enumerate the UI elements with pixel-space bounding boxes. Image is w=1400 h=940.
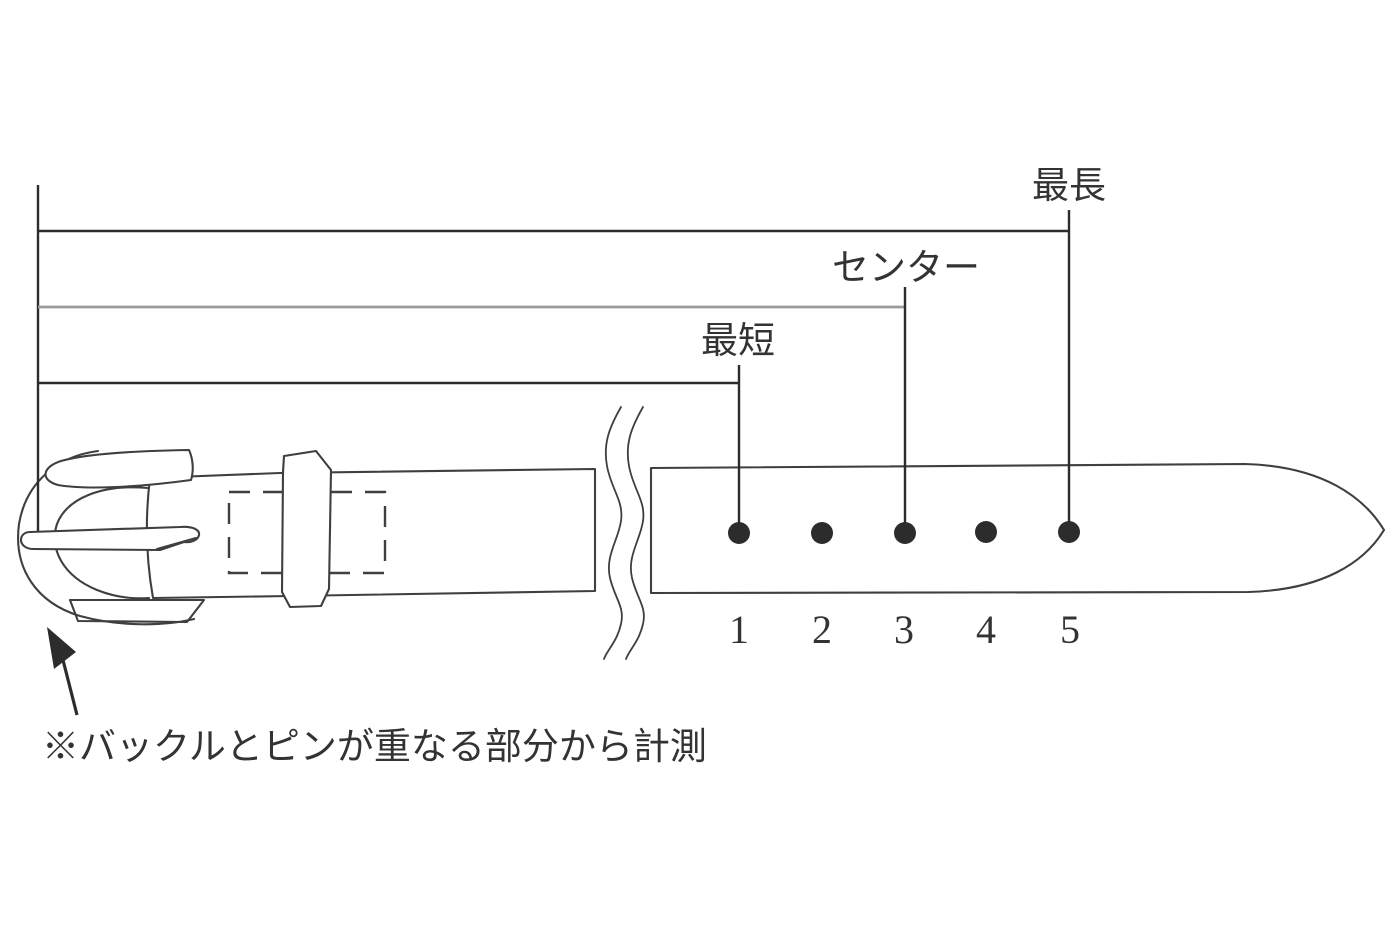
hidden-strap-dashed-outline bbox=[227, 490, 387, 575]
buckle-frame-inner bbox=[53, 486, 151, 600]
belt-hole-4 bbox=[975, 521, 997, 543]
break-marks bbox=[603, 406, 645, 660]
measurement-lines: 最長 センター 最短 bbox=[36, 166, 1106, 533]
belt-tip-section bbox=[649, 462, 1386, 595]
measurement-center: センター bbox=[38, 248, 980, 533]
min-label: 最短 bbox=[701, 321, 775, 362]
measurement-note: ※バックルとピンが重なる部分から計測 bbox=[42, 726, 707, 768]
hole-numbers: 1 2 3 4 5 bbox=[729, 607, 1080, 652]
hole-number-2: 2 bbox=[812, 607, 832, 652]
hole-number-4: 4 bbox=[976, 607, 996, 652]
buckle-pin bbox=[19, 525, 201, 552]
buckle-pin-tip-line bbox=[155, 536, 198, 551]
belt-hole-5 bbox=[1058, 521, 1080, 543]
strap-left-segment bbox=[145, 467, 597, 600]
measurement-min: 最短 bbox=[38, 321, 775, 533]
wavy-break-line bbox=[625, 406, 645, 660]
annotation-arrow bbox=[47, 627, 79, 716]
belt-hole-1 bbox=[728, 522, 750, 544]
max-label: 最長 bbox=[1032, 166, 1106, 207]
arrow-head bbox=[47, 627, 76, 669]
belt-buckle-assembly bbox=[17, 448, 597, 626]
belt-hole-2 bbox=[811, 522, 833, 544]
center-label: センター bbox=[832, 248, 980, 289]
wavy-break-line bbox=[603, 406, 623, 660]
arrow-shaft bbox=[61, 659, 79, 716]
strap-right-segment bbox=[649, 462, 1386, 595]
belt-hole-3 bbox=[894, 522, 916, 544]
belt-keeper-loop bbox=[280, 449, 333, 609]
strap-over-buckle bbox=[44, 448, 194, 489]
hole-number-5: 5 bbox=[1060, 607, 1080, 652]
belt-holes bbox=[728, 521, 1080, 544]
hole-number-3: 3 bbox=[894, 607, 914, 652]
hole-number-1: 1 bbox=[729, 607, 749, 652]
measurement-max: 最長 bbox=[38, 166, 1106, 533]
